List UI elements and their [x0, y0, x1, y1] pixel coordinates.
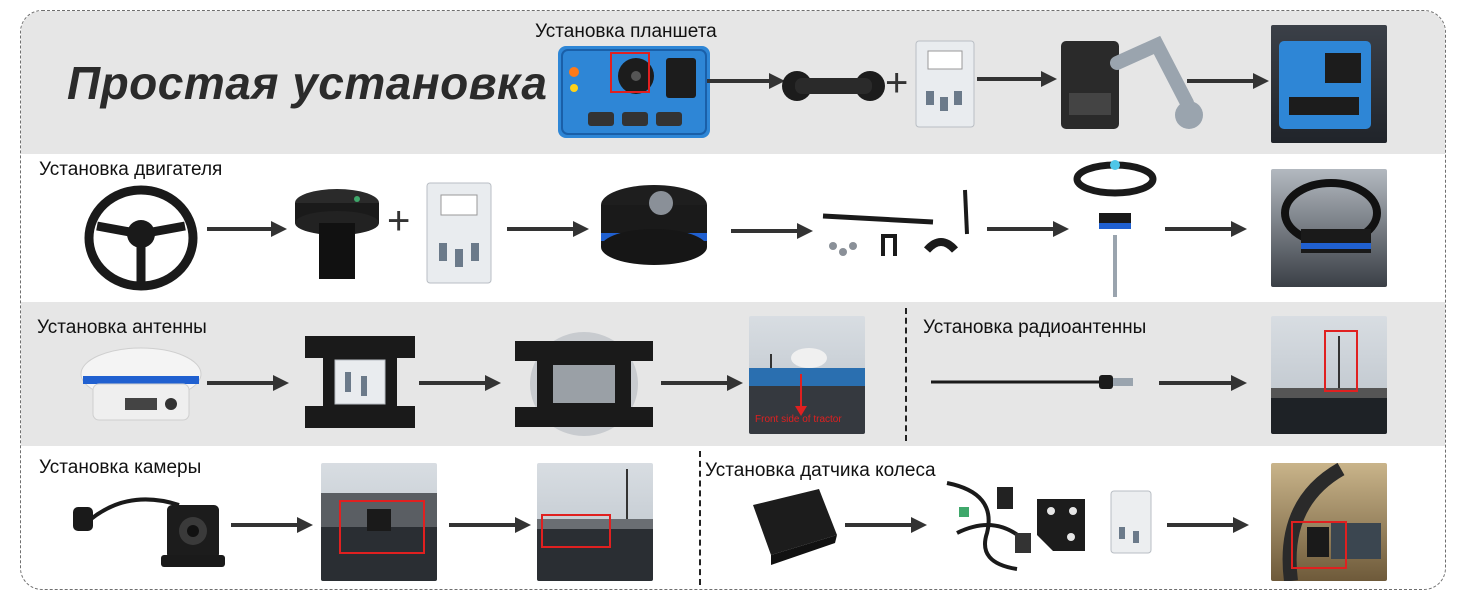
radio-antenna-highlight: [1324, 330, 1358, 392]
tablet-section-title: Установка планшета: [535, 21, 717, 42]
tablet-installed-photo: [1271, 25, 1387, 143]
camera-installed-highlight: [541, 514, 611, 548]
antenna-section-title: Установка антенны: [37, 317, 207, 338]
motor-section-title: Установка двигателя: [39, 159, 223, 180]
tablet-installed-icon: [1279, 41, 1371, 129]
motor-assembly-icon: [1073, 160, 1157, 297]
camera-section-title: Установка камеры: [39, 457, 202, 478]
wheel-sensor-installed-photo: [1271, 463, 1387, 581]
camera-installed-photo: [537, 463, 653, 581]
bolt-pack-icon: [426, 182, 492, 284]
motor-installed-photo: [1271, 169, 1387, 287]
steering-wheel-installed-icon: [1281, 179, 1381, 253]
radio-installed-photo: [1271, 316, 1387, 434]
mounted-plate-icon: [515, 332, 653, 436]
antenna-band: [21, 302, 1445, 446]
antenna-installed-photo: Front side of tractor: [749, 316, 865, 434]
plus-sign: +: [885, 61, 909, 105]
bracket-kit-icon: [822, 189, 969, 256]
bolt-pack-icon: [915, 40, 975, 128]
gnss-antenna-icon: [80, 347, 202, 421]
wheel-sensor-highlight: [1291, 521, 1347, 569]
wheel-sensor-section-title: Установка датчика колеса: [705, 460, 936, 481]
mount-arm-icon: [1061, 35, 1203, 129]
mount-plate-icon: [305, 336, 415, 428]
cab-camera-icon: [537, 469, 653, 581]
cab-roof-icon: [1271, 336, 1387, 434]
adapter-shaft-icon: [295, 189, 379, 279]
section-divider: [699, 451, 701, 585]
tablet-mount-highlight: [610, 52, 650, 93]
antenna-photo-caption: Front side of tractor: [755, 414, 842, 425]
radio-antenna-icon: [931, 375, 1133, 389]
steering-wheel-icon: [84, 185, 198, 291]
ball-mount-icon: [782, 71, 885, 101]
camera-mount-highlight: [339, 500, 425, 554]
wheel-hub-icon: [1282, 463, 1381, 581]
camera-icon: [73, 497, 225, 567]
radio-section-title: Установка радиоантенны: [923, 317, 1147, 338]
plus-sign: +: [387, 199, 411, 243]
sensor-bracket-icon: [1037, 499, 1085, 551]
bolt-pack-icon: [1110, 490, 1152, 554]
installation-infographic: Простая установка Установка планшета +: [20, 10, 1446, 590]
wheel-sensor-icon: [753, 489, 837, 565]
section-divider: [905, 308, 907, 441]
motor-icon: [601, 185, 707, 265]
page-title: Простая установка: [67, 57, 548, 109]
roof-antenna-icon: [749, 348, 865, 434]
cable-harness-icon: [946, 481, 1031, 571]
